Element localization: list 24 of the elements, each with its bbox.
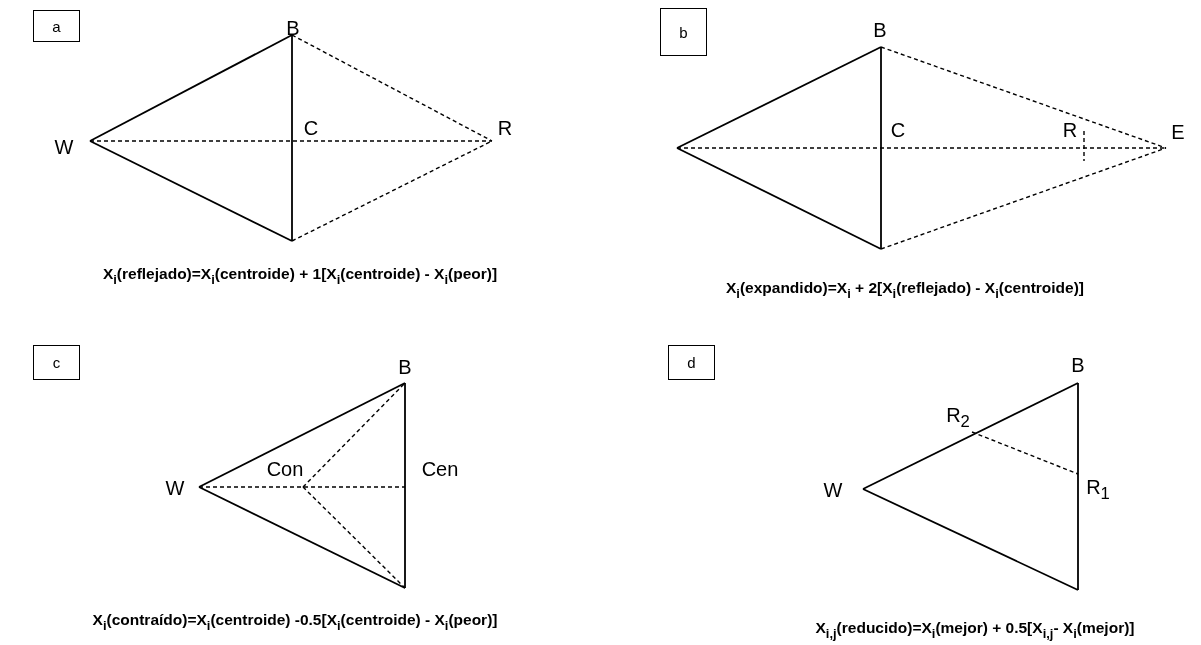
vertex-label: B	[1071, 353, 1085, 377]
vertex-label: E	[1171, 120, 1185, 144]
panel-letter-box: a	[33, 10, 80, 42]
formula-text: X$_{i}$(contraído)=X$_{i}$(centroide) -0.5[X$_{i}$(centroide) - X$_{i}$(peor)]	[92, 611, 498, 633]
vertex-label: R	[1062, 118, 1078, 142]
vertex-label: B	[873, 18, 887, 42]
vertex-label: B	[286, 16, 300, 40]
vertex-label: Cen	[421, 457, 459, 481]
vertex-label: R$_{2}$	[946, 404, 970, 432]
vertex-label: W	[54, 135, 74, 159]
formula-text: X$_{i}$(expandido)=X$_{i}$ + 2[X$_{i}$(reflejado) - X$_{i}$(centroide)]	[726, 279, 1084, 301]
panel-letter-box: d	[668, 345, 715, 380]
vertex-label: W	[165, 476, 185, 500]
panel-letter-box: c	[33, 345, 80, 380]
vertex-label: B	[398, 355, 412, 379]
vertex-label: W	[823, 478, 843, 502]
formula-text: X$_{i}$(reflejado)=X$_{i}$(centroide) + 1[X$_{i}$(centroide) - X$_{i}$(peor)]	[102, 265, 498, 287]
vertex-label: R	[497, 116, 513, 140]
vertex-label: R$_{1}$	[1086, 476, 1110, 504]
vertex-label: C	[303, 116, 319, 140]
panel-letter-box: b	[660, 8, 707, 56]
formula-text: X$_{i,j}$(reducido)=X$_{i}$(mejor) + 0.5[X$_{i,j}$- X$_{i}$(mejor)]	[815, 619, 1135, 641]
vertex-label: C	[890, 118, 906, 142]
vertex-label: Con	[266, 457, 304, 481]
